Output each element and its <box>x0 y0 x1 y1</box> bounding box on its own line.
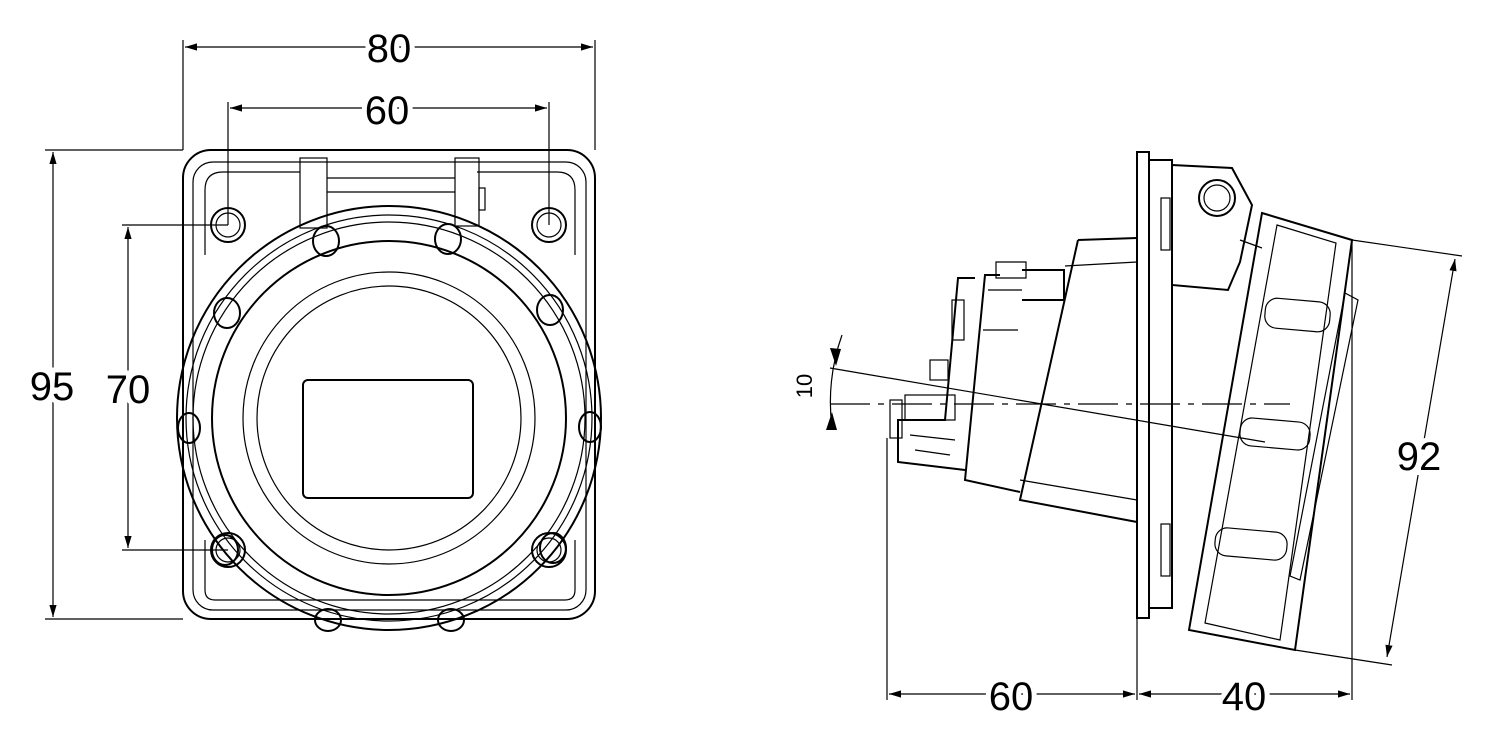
front-flange-recess <box>204 171 576 255</box>
dim-overall-width: 80 <box>367 27 412 71</box>
front-flange-inner <box>192 161 587 611</box>
dim-rear-depth: 60 <box>989 675 1034 719</box>
side-dimension-lines <box>886 239 1463 700</box>
front-view: 80 60 95 70 <box>25 22 602 632</box>
rear-body <box>963 237 1138 523</box>
dim-hole-spacing-horizontal: 60 <box>365 89 410 133</box>
dim-overall-height: 95 <box>30 365 75 409</box>
dim-tilt-angle: 10 <box>792 374 817 398</box>
mounting-holes <box>210 207 567 568</box>
hinge-block <box>1171 163 1263 292</box>
hinge-tabs <box>299 157 486 229</box>
side-flange <box>1136 151 1150 619</box>
angle-dimension <box>826 334 843 430</box>
dim-front-depth: 40 <box>1222 675 1267 719</box>
front-dimension-lines <box>45 40 596 620</box>
socket-body <box>176 205 602 631</box>
dim-lid-length: 92 <box>1397 435 1442 479</box>
dim-hole-spacing-vertical: 70 <box>106 368 151 412</box>
side-view: 10 60 40 92 <box>792 151 1463 724</box>
front-flange-plate <box>182 149 596 620</box>
hinged-lid <box>1187 211 1359 652</box>
terminal-block <box>889 277 975 471</box>
socket-label-window <box>302 379 474 499</box>
